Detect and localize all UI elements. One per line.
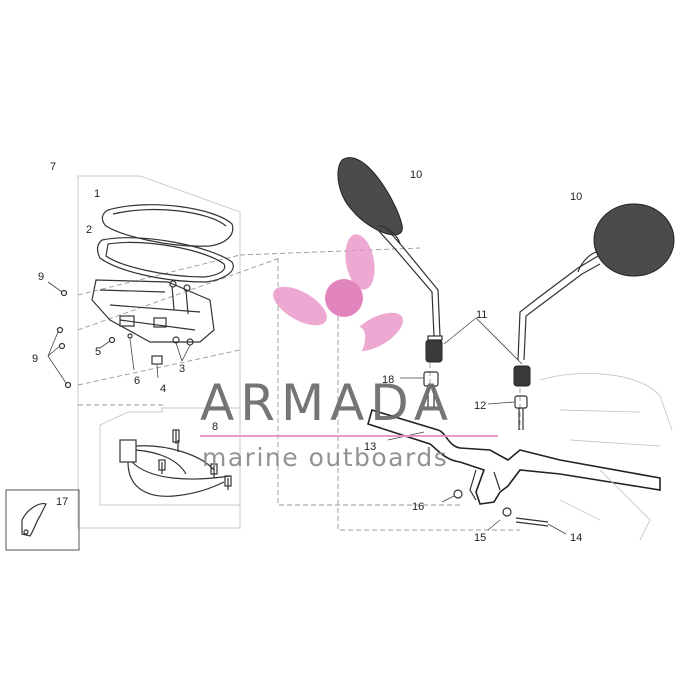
scooter-body-sketch xyxy=(539,373,673,541)
group-8-outline xyxy=(99,407,241,506)
cluster-dash-line xyxy=(77,254,281,410)
mirror-right xyxy=(517,203,675,361)
callout-2: 2 xyxy=(86,224,92,236)
cluster-lens xyxy=(101,204,234,247)
handlebar-bolts xyxy=(441,489,567,535)
callout-13: 13 xyxy=(364,441,376,453)
callout-17: 17 xyxy=(56,496,68,508)
bracket-group-17 xyxy=(5,489,80,551)
screw-9-set xyxy=(47,281,72,389)
cluster-gasket xyxy=(96,237,234,283)
small-parts xyxy=(99,333,191,379)
handlebar-dash-line xyxy=(239,247,521,531)
callout-5: 5 xyxy=(95,346,101,358)
callout-1: 1 xyxy=(94,188,100,200)
wiring-harness-group xyxy=(99,407,241,506)
callout-15: 15 xyxy=(474,532,486,544)
callout-11: 11 xyxy=(476,309,487,321)
group-7-outline xyxy=(77,175,241,529)
callout-labels: 1 2 3 4 5 6 7 8 9 9 10 10 11 12 13 14 15… xyxy=(32,161,582,544)
callout-4: 4 xyxy=(160,383,166,395)
callout-10-right: 10 xyxy=(570,191,582,203)
brand-tagline: marine outboards xyxy=(202,443,448,472)
handlebar-assembly xyxy=(239,157,675,541)
callout-6: 6 xyxy=(134,375,140,387)
callout-12: 12 xyxy=(474,400,486,412)
callout-7: 7 xyxy=(50,161,56,173)
mirror-adapter-parts xyxy=(400,371,528,430)
mirror-left xyxy=(337,157,443,341)
propeller-icon xyxy=(273,234,403,362)
bushing-11 xyxy=(425,317,531,387)
callout-18: 18 xyxy=(382,374,394,386)
armada-watermark: ARMADA marine outboards xyxy=(200,234,498,472)
callout-9-bottom: 9 xyxy=(32,353,38,365)
callout-10-left: 10 xyxy=(410,169,422,181)
callout-9-top: 9 xyxy=(38,271,44,283)
instrument-cluster-group xyxy=(5,175,281,551)
callout-3: 3 xyxy=(179,363,185,375)
callout-16: 16 xyxy=(412,501,424,513)
brand-name: ARMADA xyxy=(200,374,454,432)
callout-8: 8 xyxy=(212,421,218,433)
callout-14: 14 xyxy=(570,532,582,544)
cluster-housing xyxy=(91,279,215,346)
